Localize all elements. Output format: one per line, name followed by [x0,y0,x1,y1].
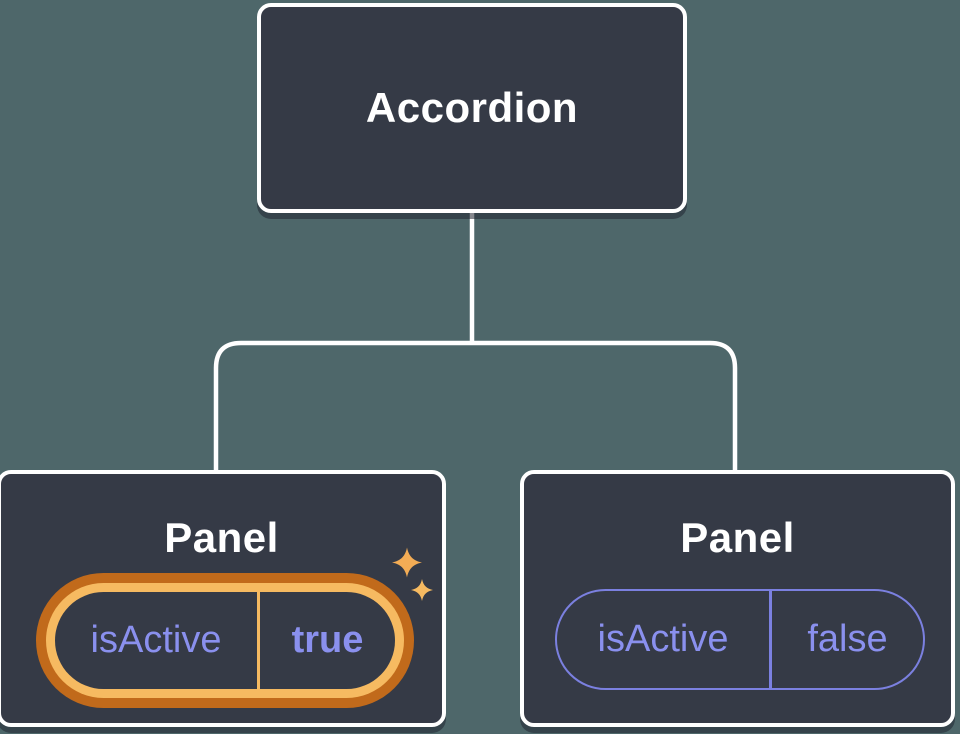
state-pill-plain: isActive false [555,589,925,690]
state-pill-highlighted: isActive true [36,573,414,708]
connector-bracket [213,340,738,470]
state-pill-divider [769,591,772,688]
state-value: false [807,618,888,660]
sparkle-icon-small [411,579,433,601]
state-name: isActive [90,619,222,661]
root-node-label: Accordion [365,84,579,131]
state-name: isActive [597,618,729,660]
state-pill-body: isActive true [55,592,395,689]
state-pill-highlight-ring: isActive true [46,583,404,698]
panel-title: Panel [680,514,795,561]
panel-node-inactive: Panel isActive false [520,470,955,727]
root-node-accordion: Accordion [257,3,687,213]
state-pill-divider [257,592,260,689]
panel-title: Panel [164,514,279,561]
state-value: true [291,619,364,661]
panel-node-active: Panel isActive true [0,470,446,727]
